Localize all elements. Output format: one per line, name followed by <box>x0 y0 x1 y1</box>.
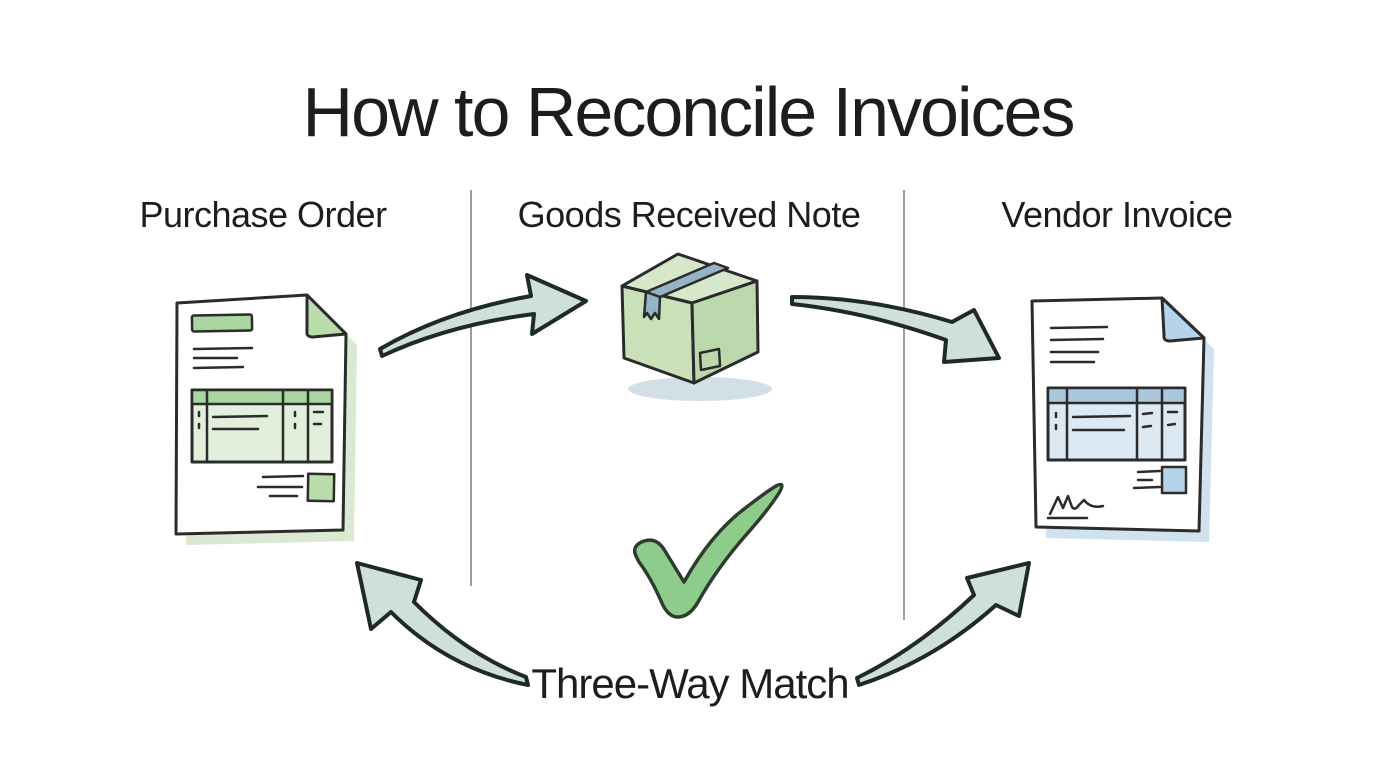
vi-header-lines <box>1049 325 1109 364</box>
box-tape-hanging <box>642 290 662 321</box>
column-header-goods-received-note: Goods Received Note <box>517 194 861 235</box>
vendor-invoice-document-icon <box>1030 296 1214 542</box>
po-table-columns <box>205 388 310 464</box>
column-header-vendor-invoice: Vendor Invoice <box>1001 194 1233 235</box>
checkmark-icon <box>632 482 784 619</box>
po-folded-corner <box>305 293 348 339</box>
vi-total-box <box>1160 465 1188 495</box>
arrow-po-to-grn-icon <box>378 273 588 358</box>
box-shadow <box>628 377 772 401</box>
column-divider-right <box>903 190 905 620</box>
vi-total-lines <box>1132 469 1162 490</box>
vi-table-rows <box>1054 410 1179 432</box>
arrow-grn-to-invoice-icon <box>790 295 1001 364</box>
po-title-bar <box>190 313 254 333</box>
vi-folded-corner <box>1160 296 1206 343</box>
three-way-match-label: Three-Way Match <box>531 660 849 707</box>
po-table-header <box>190 388 334 406</box>
purchase-order-document-icon <box>174 293 357 545</box>
box-label <box>698 347 722 372</box>
vi-signature <box>1048 494 1105 516</box>
vi-table-columns <box>1065 386 1164 462</box>
column-header-purchase-order: Purchase Order <box>139 194 387 235</box>
arrow-match-to-po-icon <box>355 561 530 687</box>
package-box-icon <box>620 252 772 401</box>
column-divider-left <box>470 190 472 586</box>
po-table-rows <box>197 410 325 431</box>
po-total-lines <box>256 474 305 498</box>
arrow-match-to-invoice-icon <box>855 561 1031 687</box>
po-total-box <box>306 472 336 503</box>
page-title: How to Reconcile Invoices <box>302 73 1076 151</box>
vi-table-header <box>1046 386 1187 405</box>
box-side-face <box>690 279 760 385</box>
po-header-lines <box>192 346 254 370</box>
flow-arrows <box>355 273 1031 687</box>
